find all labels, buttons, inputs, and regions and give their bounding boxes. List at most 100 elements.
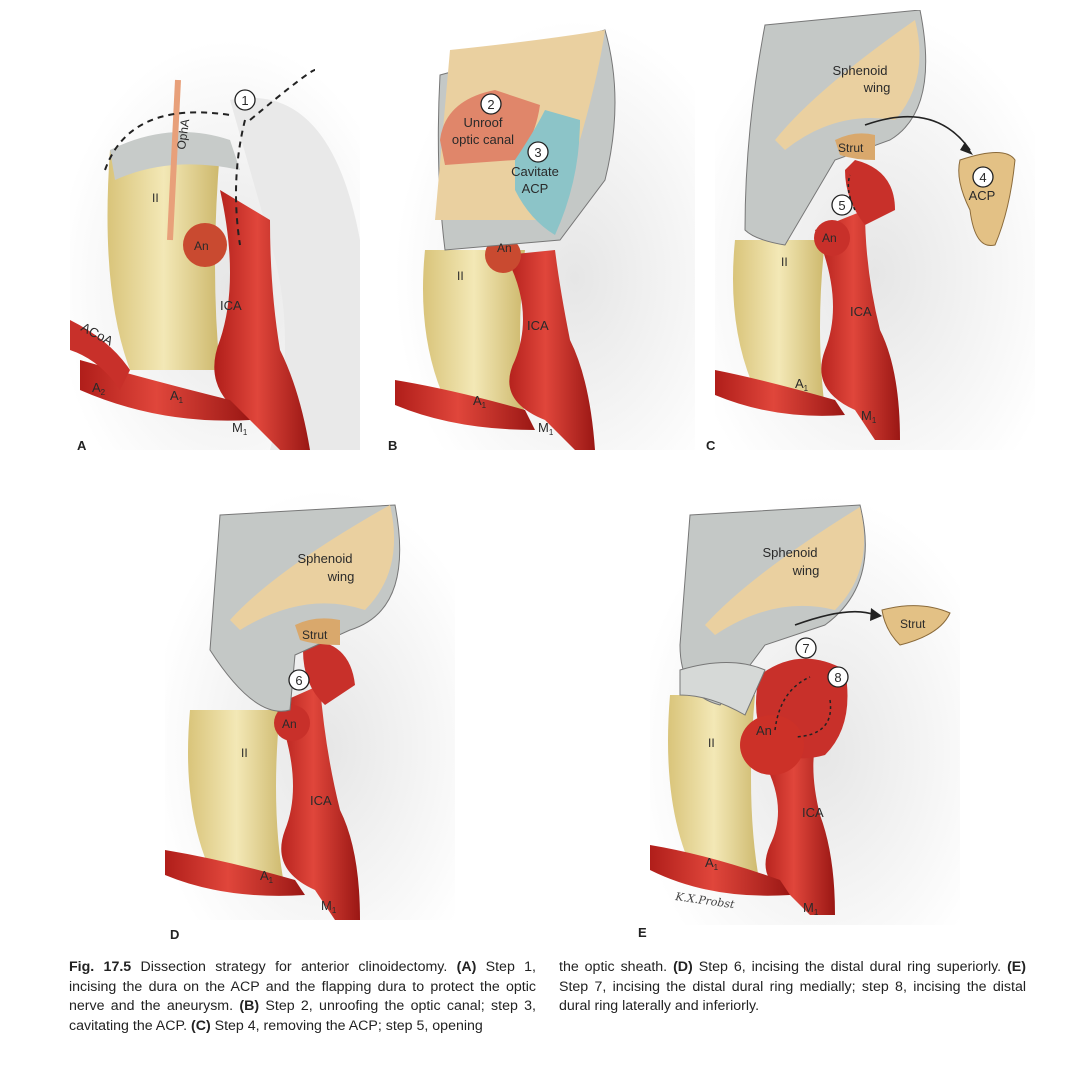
a1-artery [165,850,305,896]
caption-tag-c: (C) [190,1017,211,1034]
caption-tag-b: (B) [239,998,260,1014]
caption-title: Dissection strategy for anterior clinoid… [131,959,457,975]
sphenoid-label-1: Sphenoid [298,551,353,566]
a1-label: A1 [473,393,487,410]
strut-label: Strut [900,617,926,631]
step-1-marker [234,89,256,111]
panel-c-illustration: Sphenoid wing Strut 4 ACP 5 II An ICA A1… [715,10,1035,450]
caption-tag-e: (E) [1007,959,1026,975]
panel-a-illustration: 1 OphA II An ICA ACoA A2 A1 M1 [70,40,360,450]
aneurysm [814,220,850,256]
ii-label: II [457,269,464,283]
caption-text-c: Step 4, removing the ACP; step 5, openin… [210,1017,483,1034]
m1-label: M1 [232,420,248,437]
sphenoid-label-1: Sphenoid [763,545,818,560]
step-5-number: 5 [838,198,845,213]
step-7-number: 7 [802,641,809,656]
ica-label: ICA [850,304,872,319]
a1-artery [650,845,790,896]
internal-carotid-artery [275,685,360,920]
unroof-label-1: Unroof [463,115,502,130]
acp-label: ACP [969,188,996,203]
ring-incision-medial [774,676,811,731]
internal-carotid-artery [815,210,900,440]
incision-line-3 [235,119,246,246]
ii-label: II [708,736,715,750]
sphenoid-label-2: wing [792,563,820,578]
cavitate-label-2: ACP [522,181,549,196]
incision-line-2 [249,69,316,121]
internal-carotid-artery [214,190,310,450]
figure-caption-left-column: Fig. 17.5 Dissection strategy for anteri… [69,958,536,1036]
ica-label: ICA [310,793,332,808]
internal-carotid-artery [505,250,595,450]
step-6-marker [288,669,310,691]
cavitate-label-1: Cavitate [511,164,559,179]
aneurysm [274,705,310,741]
m1-label: M1 [803,900,819,917]
a1-label: A1 [170,388,184,405]
caption-text-b: Step 2, unroofing the optic canal; step … [69,998,536,1034]
panel-d-illustration: Sphenoid wing Strut 6 II An ICA A1 M1 [165,490,455,920]
caption-text-a: Step 1, incising the dura on the ACP and… [69,959,537,1014]
step-4-marker [972,166,994,188]
sphenoid-label-2: wing [863,80,891,95]
step-2-marker [480,93,502,115]
optic-nerve [423,250,525,420]
a1-label: A1 [260,868,274,885]
an-label: An [497,241,512,255]
caption-tag-a: (A) [456,959,477,975]
optic-nerve [733,240,825,410]
internal-carotid-artery [760,745,835,915]
an-label: An [282,717,297,731]
panel-b-letter: B [388,438,398,453]
panel-e-letter: E [638,925,647,940]
ii-label: II [781,255,788,269]
step-8-marker [827,666,849,688]
m1-label: M1 [538,420,554,437]
step-6-number: 6 [295,673,302,688]
figure-number: Fig. 17.5 [69,959,132,975]
incision-line-1 [104,111,231,171]
sphenoid-wing [230,505,395,630]
panel-c-letter: C [706,438,716,453]
sphenoid-label-2: wing [327,569,355,584]
a1-artery [715,370,845,416]
aneurysm [740,715,804,775]
figure-caption-right-column: the optic sheath. (D) Step 6, incising t… [559,958,1026,1017]
panel-e-illustration: Sphenoid wing Strut 7 8 II An ICA A1 M1 … [650,495,960,925]
ica-label: ICA [527,318,549,333]
brain-surface [230,97,360,450]
optic-sheath-incision [847,174,856,211]
optic-strut [295,618,340,645]
ica-label: ICA [220,298,242,313]
clinoid-ica-segment [303,640,355,705]
ii-label: II [152,191,159,205]
sphenoid-wing [705,507,865,635]
strut-label: Strut [838,141,864,155]
aneurysm [183,223,227,267]
opha-label: OphA [174,118,192,150]
a1-label: A1 [795,376,809,393]
acoa-artery [70,320,130,390]
optic-strut [835,133,875,160]
step-2-number: 2 [487,97,494,112]
step-1-number: 1 [241,93,248,108]
strut-label: Strut [302,628,328,642]
an-label: An [822,231,837,245]
m1-label: M1 [861,408,877,425]
ophthalmic-artery [167,79,181,241]
panel-b-illustration: 2 Unroof optic canal 3 Cavitate ACP II A… [395,20,695,450]
a1-label: A1 [705,855,719,872]
step-7-marker [795,637,817,659]
ica-label: ICA [802,805,824,820]
dura-flap-lower [679,662,766,716]
removed-strut [881,605,951,646]
arrow-head [960,142,973,155]
clinoid-ica-segment [845,160,895,225]
panel-d-letter: D [170,927,180,942]
sphenoid-label-1: Sphenoid [833,63,888,78]
optic-nerve [188,710,285,890]
optic-nerve [107,150,220,370]
acp-removal-arrow [864,115,971,151]
